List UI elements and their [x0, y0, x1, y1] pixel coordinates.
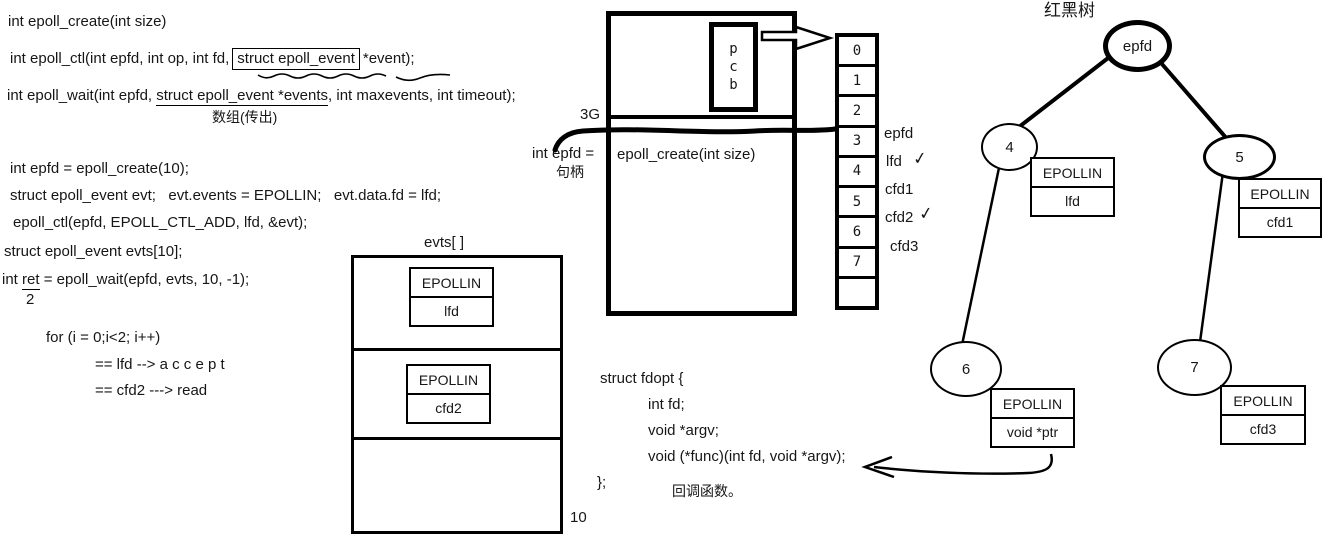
fdopt-line-3: void *argv;	[648, 422, 719, 439]
ret-value: 2	[26, 291, 35, 308]
fd-label-epfd: epfd	[884, 125, 914, 142]
detail-box-node6-data: void *ptr	[1006, 424, 1059, 440]
detail-box-node4: EPOLLIN lfd	[1030, 157, 1115, 217]
fd-label-lfd: lfd	[886, 153, 902, 170]
fdopt-line-4: void (*func)(int fd, void *argv);	[648, 448, 846, 465]
evts-item-2-event: EPOLLIN	[408, 366, 489, 395]
usage-ctl-add: epoll_ctl(epfd, EPOLL_CTL_ADD, lfd, &evt…	[13, 214, 308, 231]
mem-3g-label: 3G	[580, 106, 601, 123]
detail-box-node5-data: cfd1	[1266, 214, 1294, 230]
branch-lfd-line: == lfd --> a c c e p t	[95, 356, 225, 373]
api-ctl-line: int epoll_ctl(int epfd, int op, int fd,s…	[10, 48, 415, 70]
epoll-create-call-label: epoll_create(int size)	[617, 146, 756, 163]
evts-title: evts[ ]	[424, 234, 465, 251]
tree-node-7-label: 7	[1190, 359, 1199, 376]
usage-wait-prefix: int	[2, 271, 23, 288]
fd-label-cfd1: cfd1	[885, 181, 914, 198]
edge-epfd-to-4	[1013, 53, 1114, 132]
fd-cell-0: 0	[852, 42, 862, 59]
detail-box-node7-event: EPOLLIN	[1222, 387, 1304, 416]
api-wait-suffix: , int maxevents, int timeout);	[328, 87, 516, 104]
usage-epfd-create: int epfd = epoll_create(10);	[10, 160, 189, 177]
api-ctl-prefix: int epoll_ctl(int epfd, int op, int fd,	[10, 50, 230, 67]
for-loop-line: for (i = 0;i<2; i++)	[46, 329, 161, 346]
fdopt-line-2: int fd;	[648, 396, 685, 413]
fd-table: 0 1 2 3 4 5 6 7	[835, 33, 879, 310]
fd-cell-4: 4	[839, 154, 875, 185]
evts-item-1-data: lfd	[444, 303, 459, 319]
evts-divider-2	[354, 437, 560, 440]
detail-box-node4-event: EPOLLIN	[1032, 159, 1113, 188]
api-ctl-boxed-struct: struct epoll_event	[232, 48, 360, 70]
squiggle-under-epoll-event	[257, 73, 387, 79]
tree-node-5-label: 5	[1235, 148, 1244, 166]
evts-array-box: EPOLLIN lfd EPOLLIN cfd2	[351, 255, 563, 534]
tree-node-epfd-label: epfd	[1122, 37, 1153, 55]
fdopt-callback-note: 回调函数。	[672, 483, 742, 499]
ptr-to-callback-arrowhead-icon	[861, 455, 895, 479]
branch-cfd2-line: == cfd2 ---> read	[95, 382, 208, 399]
fdopt-line-1: struct fdopt {	[600, 370, 684, 387]
usage-wait-suffix: = epoll_wait(epfd, evts, 10, -1);	[39, 271, 250, 288]
ptr-to-callback-arrow	[873, 453, 1053, 475]
tree-node-7: 7	[1157, 339, 1232, 396]
api-create-line: int epoll_create(int size)	[8, 13, 167, 30]
squiggle-under-event-arg	[395, 73, 451, 82]
pcb-letter-p: p	[729, 41, 738, 57]
api-wait-prefix: int epoll_wait(int epfd,	[7, 87, 157, 104]
usage-wait-ret: ret	[22, 271, 40, 290]
evts-divider-1	[354, 348, 560, 351]
pcb-letter-b: b	[729, 77, 738, 93]
edge-epfd-to-5	[1153, 54, 1230, 142]
array-out-note: 数组(传出)	[212, 109, 278, 125]
fd-cell-1: 1	[839, 64, 875, 94]
api-wait-underlined: struct epoll_event *events	[156, 87, 329, 106]
tree-node-4-label: 4	[1005, 138, 1014, 156]
detail-box-node7-data: cfd3	[1249, 421, 1277, 437]
evts-item-2: EPOLLIN cfd2	[406, 364, 491, 424]
api-wait-line: int epoll_wait(int epfd, struct epoll_ev…	[7, 87, 516, 106]
detail-box-node5-event: EPOLLIN	[1240, 180, 1320, 209]
detail-box-node4-data: lfd	[1065, 193, 1080, 209]
pcb-box: p c b	[709, 22, 758, 112]
usage-wait-line: int ret = epoll_wait(epfd, evts, 10, -1)…	[2, 271, 250, 290]
api-ctl-suffix: *event);	[362, 50, 415, 67]
check-icon: ✓	[911, 148, 929, 169]
tree-node-4: 4	[981, 123, 1038, 171]
fd-label-cfd2: cfd2	[885, 209, 914, 226]
evts-item-1-event: EPOLLIN	[411, 269, 492, 298]
usage-evts-decl: struct epoll_event evts[10];	[4, 243, 183, 260]
fd-cell-6: 6	[839, 215, 875, 245]
detail-box-node7: EPOLLIN cfd3	[1220, 385, 1306, 445]
detail-box-node6-event: EPOLLIN	[992, 390, 1073, 419]
rbtree-title: 红黑树	[1044, 1, 1095, 20]
fd-cell-3: 3	[839, 124, 875, 155]
edge-4-to-6	[960, 162, 1002, 346]
edge-5-to-7	[1198, 171, 1225, 343]
fd-cell-5: 5	[839, 185, 875, 215]
tree-node-6: 6	[930, 341, 1002, 397]
fd-cell-empty	[839, 275, 875, 306]
fd-cell-2: 2	[839, 94, 875, 124]
tree-node-5: 5	[1203, 134, 1276, 180]
epfd-assign-label: int epfd =	[532, 145, 595, 162]
fdopt-line-5: };	[597, 474, 607, 491]
fd-label-cfd3: cfd3	[890, 238, 919, 255]
usage-evt-setup: struct epoll_event evt; evt.events = EPO…	[10, 187, 442, 204]
detail-box-node6: EPOLLIN void *ptr	[990, 388, 1075, 448]
evts-capacity-label: 10	[570, 509, 587, 526]
tree-node-epfd: epfd	[1103, 20, 1172, 72]
pcb-letter-c: c	[729, 59, 738, 75]
check-icon: ✓	[917, 203, 935, 224]
evts-item-1: EPOLLIN lfd	[409, 267, 494, 327]
tree-node-6-label: 6	[961, 360, 971, 378]
evts-item-2-data: cfd2	[435, 400, 462, 416]
detail-box-node5: EPOLLIN cfd1	[1238, 178, 1322, 238]
fd-cell-7: 7	[839, 245, 875, 276]
epfd-handle-note: 句柄	[556, 164, 584, 180]
process-address-space-box	[606, 11, 797, 316]
